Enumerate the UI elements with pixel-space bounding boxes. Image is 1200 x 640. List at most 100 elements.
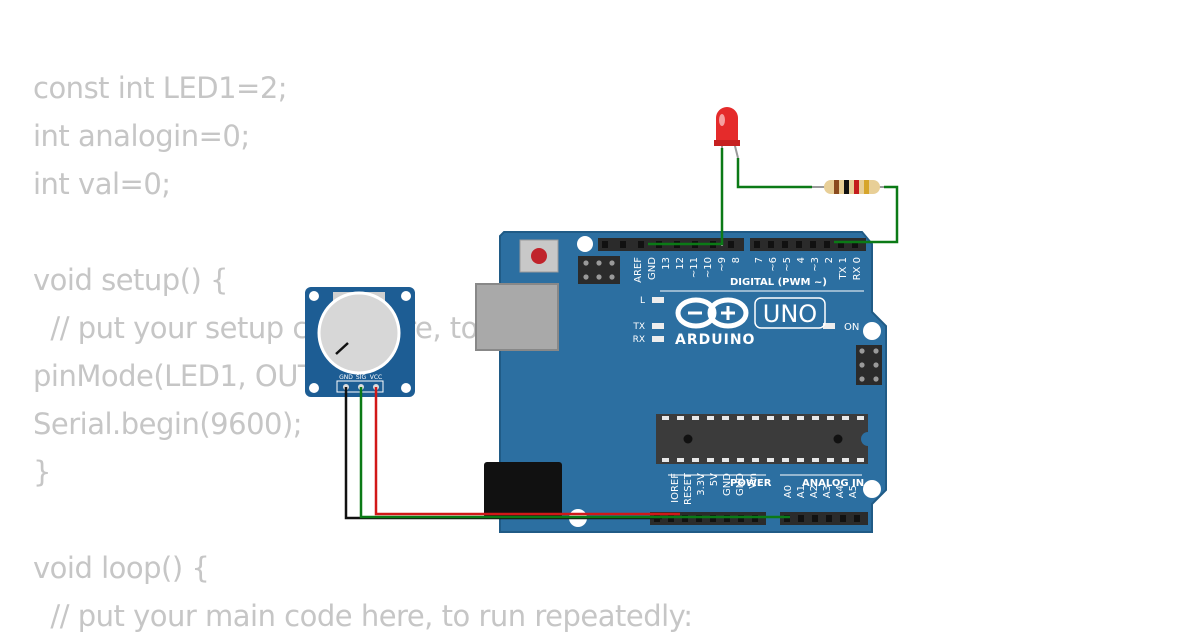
header-pin[interactable] <box>728 241 734 248</box>
pin-label: ~5 <box>782 257 793 272</box>
pin-label: ~3 <box>810 257 821 272</box>
analog-header <box>780 512 868 525</box>
header-pin[interactable] <box>812 515 818 522</box>
chip-pin <box>797 458 804 462</box>
header-pin[interactable] <box>752 515 758 522</box>
chip-pin <box>662 458 669 462</box>
potentiometer-pin-label: GND <box>339 374 353 381</box>
power-jack <box>484 462 562 518</box>
wire-pot-vcc[interactable] <box>374 387 680 516</box>
wire-led-to-gnd[interactable] <box>648 148 724 246</box>
mounting-hole <box>401 291 411 301</box>
header-pin[interactable] <box>724 515 730 522</box>
mounting-hole <box>309 383 319 393</box>
knob-indicator <box>335 342 349 355</box>
power-header-label: POWER <box>730 478 772 489</box>
reset-button[interactable] <box>531 248 547 264</box>
pin-label: AREF <box>633 257 644 283</box>
pin-label: ~11 <box>689 257 700 278</box>
header-pin[interactable] <box>682 515 688 522</box>
led-rx <box>652 336 664 342</box>
arduino-uno-board[interactable]: L TX RX ON ARDUINO UNO DIGITAL (PWM ~) P… <box>475 231 887 533</box>
resistor-band <box>854 180 859 194</box>
header-pin[interactable] <box>768 241 774 248</box>
header-pin[interactable] <box>784 515 790 522</box>
header-pin[interactable] <box>696 515 702 522</box>
code-line: void loop() { <box>33 551 210 585</box>
chip-pin <box>752 458 759 462</box>
pin-label: GND <box>647 257 658 280</box>
chip-pin <box>752 416 759 420</box>
pin-label: 3.3V <box>696 473 707 496</box>
potentiometer-knob[interactable] <box>317 291 401 375</box>
led-body <box>716 107 738 144</box>
header-pin[interactable] <box>826 515 832 522</box>
chip-pin <box>722 458 729 462</box>
usb-port <box>475 283 559 351</box>
header-pin[interactable] <box>668 515 674 522</box>
pin-label: IOREF <box>670 473 681 503</box>
model-label: UNO <box>763 300 817 328</box>
chip-pin <box>767 416 774 420</box>
header-pin[interactable] <box>838 241 844 248</box>
chip-pin <box>662 416 669 420</box>
header-pin[interactable] <box>796 241 802 248</box>
chip-pin <box>707 416 714 420</box>
header-pin[interactable] <box>852 241 858 248</box>
chip-pin <box>842 458 849 462</box>
chip-pin <box>842 416 849 420</box>
resistor-body <box>824 180 880 194</box>
pin-label: A3 <box>822 485 833 498</box>
chip-pin <box>692 416 699 420</box>
code-line: } <box>33 455 51 489</box>
header-pin[interactable] <box>620 241 626 248</box>
red-led[interactable] <box>714 107 740 246</box>
chip-pin <box>737 416 744 420</box>
led-l <box>652 297 664 303</box>
pin-label: A0 <box>783 485 794 498</box>
mounting-hole <box>309 291 319 301</box>
pin-label: A5 <box>848 485 859 498</box>
pin-label: RX 0 <box>852 257 863 280</box>
led-rim <box>714 140 740 146</box>
resistor-band <box>844 180 849 194</box>
code-line: const int LED1=2; <box>33 71 288 105</box>
chip-pin <box>827 458 834 462</box>
chip-pin <box>857 458 864 462</box>
led-l-label: L <box>640 296 645 306</box>
pin-label: A1 <box>796 485 807 498</box>
header-pin[interactable] <box>602 241 608 248</box>
header-pin[interactable] <box>840 515 846 522</box>
wire-pot-sig[interactable] <box>359 387 790 519</box>
header-pin[interactable] <box>824 241 830 248</box>
wire-led-to-resistor[interactable] <box>736 158 812 189</box>
pin-label: TX 1 <box>838 257 849 281</box>
chip-pin <box>767 458 774 462</box>
header-pin[interactable] <box>638 241 644 248</box>
code-line: Serial.begin(9600); <box>33 407 303 441</box>
header-pin[interactable] <box>782 241 788 248</box>
header-pin[interactable] <box>854 515 860 522</box>
icsp-header-right <box>856 345 882 385</box>
code-line: // put your main code here, to run repea… <box>33 599 693 633</box>
header-pin[interactable] <box>754 241 760 248</box>
header-pin[interactable] <box>710 515 716 522</box>
chip-pin <box>782 458 789 462</box>
header-pin[interactable] <box>738 515 744 522</box>
wire-resistor-to-pin2[interactable] <box>834 185 899 244</box>
pin-label: 8 <box>731 257 742 263</box>
chip-pin <box>812 416 819 420</box>
chip-pin <box>692 458 699 462</box>
resistor[interactable] <box>810 180 898 194</box>
chip-pin <box>722 416 729 420</box>
header-pin[interactable] <box>798 515 804 522</box>
pin-label: ~6 <box>768 257 779 272</box>
digital-header-label: DIGITAL (PWM ~) <box>730 277 827 288</box>
resistor-band <box>864 180 869 194</box>
chip-pin <box>857 416 864 420</box>
pin-label: 5V <box>709 473 720 486</box>
header-pin[interactable] <box>810 241 816 248</box>
pin-label: 4 <box>796 257 807 263</box>
